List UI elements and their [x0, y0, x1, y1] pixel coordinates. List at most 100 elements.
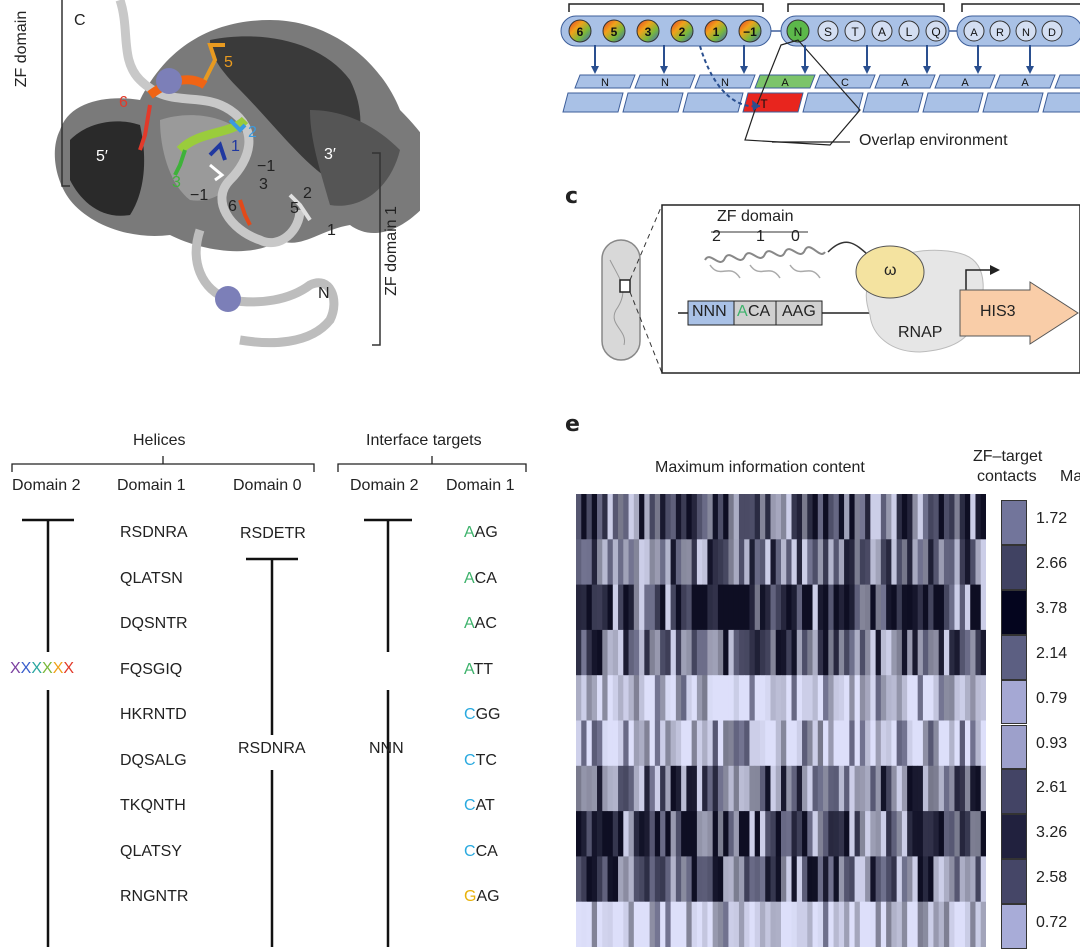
heatmap-cell	[796, 811, 803, 857]
heatmap-cell	[817, 675, 824, 721]
domain1-helix: QLATSN	[120, 569, 183, 587]
heatmap-cell	[964, 584, 971, 631]
heatmap-cell	[618, 584, 624, 631]
heatmap-cell	[675, 584, 682, 631]
heatmap-cell	[922, 856, 929, 903]
heatmap-cell	[933, 811, 940, 857]
heatmap-cell	[828, 901, 834, 947]
contacts-swatch	[1001, 904, 1027, 949]
domain1-helix: DQSALG	[120, 751, 187, 769]
heatmap-cell	[938, 720, 945, 767]
heatmap-cell	[591, 675, 598, 721]
heatmap-cell	[964, 856, 971, 903]
heatmap-cell	[665, 494, 672, 540]
dna-base-label: A	[961, 77, 969, 89]
heatmap-cell	[660, 675, 666, 721]
heatmap-cell	[854, 720, 861, 767]
helix-position-circle	[670, 19, 694, 43]
heatmap-cell	[907, 584, 913, 631]
heatmap-cell	[786, 629, 792, 676]
heatmap-cell	[980, 856, 986, 903]
heatmap-cell	[802, 494, 808, 540]
heatmap-cell	[770, 539, 777, 585]
heatmap-cell	[933, 494, 940, 540]
heatmap-cell	[922, 675, 929, 721]
heatmap-cell	[770, 584, 777, 631]
heatmap-cell	[959, 856, 966, 903]
heatmap-cell	[702, 856, 708, 903]
heatmap-cell	[786, 720, 792, 767]
helix-position-label: 1	[713, 25, 720, 39]
position-label: 1	[327, 222, 336, 239]
heatmap-cell	[602, 494, 608, 540]
heatmap-cell	[859, 494, 866, 540]
heatmap-cell	[807, 675, 813, 721]
heatmap-cell	[644, 629, 650, 676]
heatmap-cell	[733, 675, 740, 721]
heatmap-cell	[623, 811, 629, 857]
helix-x-residue: X	[31, 660, 43, 677]
heatmap-cell	[744, 629, 750, 676]
heatmap-cell	[838, 765, 845, 812]
heatmap-cell	[959, 629, 966, 676]
heatmap-cell	[865, 720, 871, 767]
heatmap-cell	[880, 901, 887, 947]
heatmap-cell	[696, 901, 703, 947]
dna-base-plate	[934, 74, 996, 89]
heatmap-cell	[886, 901, 892, 947]
heatmap-cell	[591, 765, 598, 812]
heatmap-cell	[865, 584, 871, 631]
residue-label: A	[970, 27, 978, 39]
heatmap-cell	[607, 765, 614, 812]
heatmap-cell	[660, 584, 666, 631]
heatmap-cell	[817, 584, 824, 631]
heatmap-cell	[812, 901, 819, 947]
heatmap-cell	[707, 720, 714, 767]
heatmap-cell	[723, 584, 729, 631]
heatmap-cell	[796, 584, 803, 631]
heatmap-cell	[581, 494, 587, 540]
heatmap-cell	[933, 856, 940, 903]
heatmap-cell	[781, 720, 787, 767]
contacts-swatch	[1001, 859, 1027, 905]
heatmap-cell	[975, 720, 982, 767]
heatmap-cell	[591, 584, 598, 631]
heatmap-cell	[628, 539, 635, 585]
heatmap-cell	[812, 856, 819, 903]
heatmap-cell	[639, 901, 645, 947]
domain1-target: AAG	[464, 524, 498, 542]
heatmap-cell	[723, 629, 729, 676]
heatmap-cell	[628, 629, 635, 676]
domain1-helix: FQSGIQ	[120, 660, 183, 678]
heatmap-cell	[618, 675, 624, 721]
heatmap-cell	[602, 720, 608, 767]
target-first-base: A	[464, 569, 475, 587]
heatmap-cell	[775, 856, 782, 903]
target-rest-bases: CA	[474, 569, 497, 587]
heatmap-cell	[649, 584, 656, 631]
heatmap-cell	[838, 539, 845, 585]
heatmap-cell	[775, 494, 782, 540]
target-first-base: A	[464, 524, 475, 541]
c-terminus-label: C	[74, 12, 86, 29]
dna-base-plate	[634, 74, 696, 89]
heatmap-cell	[938, 765, 945, 812]
heatmap-cell	[823, 765, 829, 812]
heatmap-cell	[844, 584, 850, 631]
heatmap-cell	[607, 856, 614, 903]
heatmap-cell	[586, 494, 593, 540]
heatmap-cell	[759, 811, 766, 857]
heatmap-cell	[833, 584, 840, 631]
heatmap-cell	[717, 629, 724, 676]
heatmap-cell	[738, 539, 745, 585]
heatmap-cell	[980, 494, 986, 540]
heatmap-cell	[717, 584, 724, 631]
heatmap-cell	[781, 765, 787, 812]
heatmap-cell	[607, 811, 614, 857]
heatmap-cell	[738, 584, 745, 631]
heatmap-cell	[738, 856, 745, 903]
heatmap-cell	[702, 811, 708, 857]
contacts-value: 0.93	[1036, 734, 1068, 752]
heatmap-cell	[665, 811, 672, 857]
heatmap-cell	[912, 720, 919, 767]
